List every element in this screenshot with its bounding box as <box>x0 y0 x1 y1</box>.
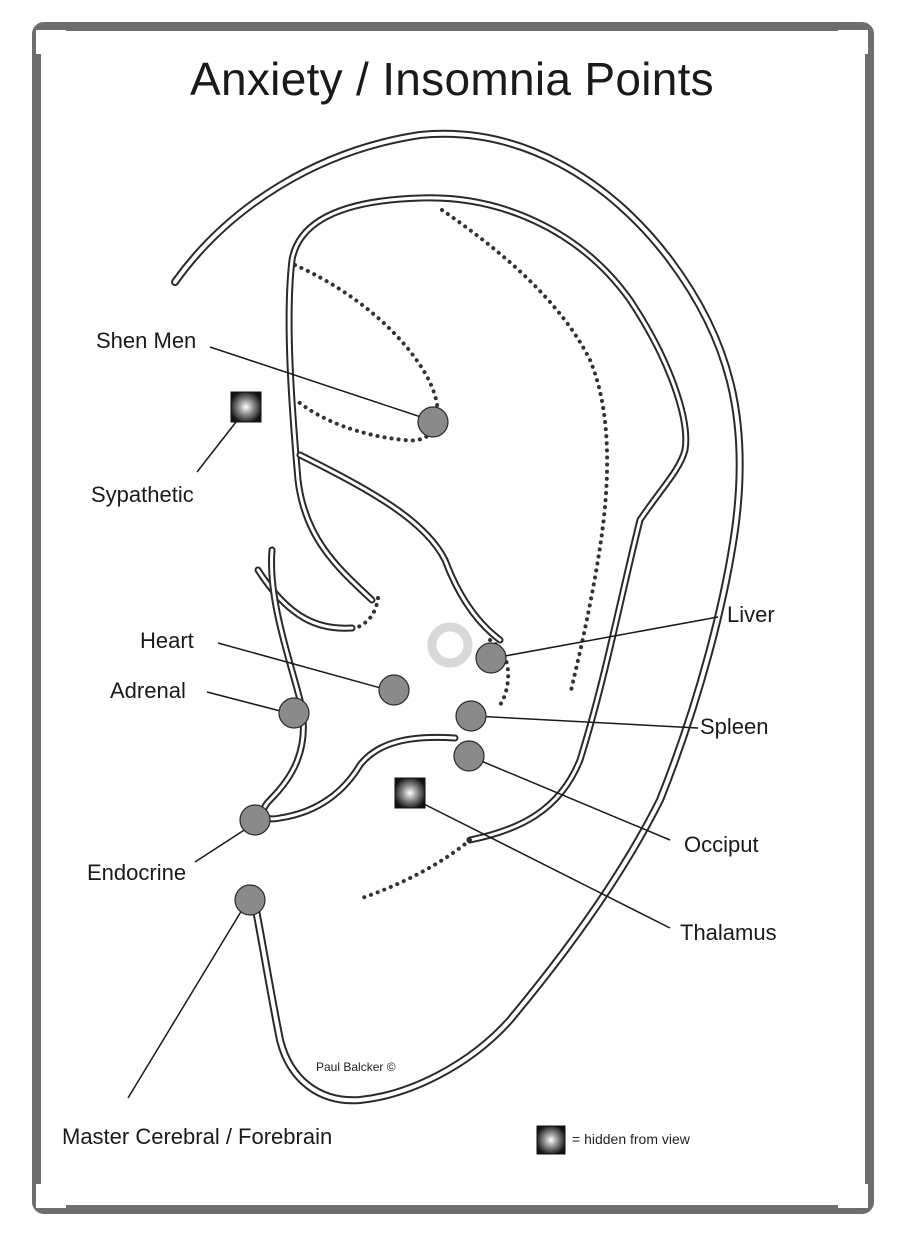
label-master-cerebral: Master Cerebral / Forebrain <box>62 1124 333 1149</box>
dotted-scapha-ridge <box>440 208 610 697</box>
frame-corner-tab <box>36 30 66 54</box>
shen-men-point <box>417 406 449 438</box>
hidden-square-icon <box>536 1125 566 1155</box>
frame-corner-tab <box>838 1184 868 1208</box>
faint-ring-marker <box>427 622 473 668</box>
ear-antihelix-outline <box>285 194 690 844</box>
poster-frame <box>32 22 874 1214</box>
dotted-fossa-ridge <box>293 263 440 443</box>
label-spleen: Spleen <box>700 714 769 739</box>
sympathetic-hidden-point <box>230 391 262 423</box>
label-adrenal: Adrenal <box>110 678 186 703</box>
label-sympathetic: Sypathetic <box>91 482 194 507</box>
dotted-lobe-ridge <box>360 838 472 900</box>
liver-point <box>475 642 507 674</box>
occiput-point <box>453 740 485 772</box>
ear-helix-outline <box>171 129 744 1105</box>
label-shen-men: Shen Men <box>96 328 197 353</box>
diagram-title: Anxiety / Insomnia Points <box>190 53 714 105</box>
label-liver: Liver <box>727 602 775 627</box>
pointer-lines <box>127 346 719 1099</box>
frame-corner-tab <box>838 30 868 54</box>
dotted-crus-ridge <box>354 596 380 630</box>
label-occiput: Occiput <box>684 832 759 857</box>
label-endocrine: Endocrine <box>87 860 187 885</box>
frame-corner-tab <box>36 1184 66 1208</box>
thalamus-hidden-point <box>394 777 426 809</box>
endocrine-point <box>239 804 271 836</box>
label-heart: Heart <box>140 628 194 653</box>
spleen-point <box>455 700 487 732</box>
label-thalamus: Thalamus <box>680 920 777 945</box>
adrenal-point <box>278 697 310 729</box>
master-cerebral-point <box>234 884 266 916</box>
author-credit: Paul Balcker © <box>316 1060 396 1074</box>
heart-point <box>378 674 410 706</box>
legend-text: = hidden from view <box>572 1131 690 1147</box>
